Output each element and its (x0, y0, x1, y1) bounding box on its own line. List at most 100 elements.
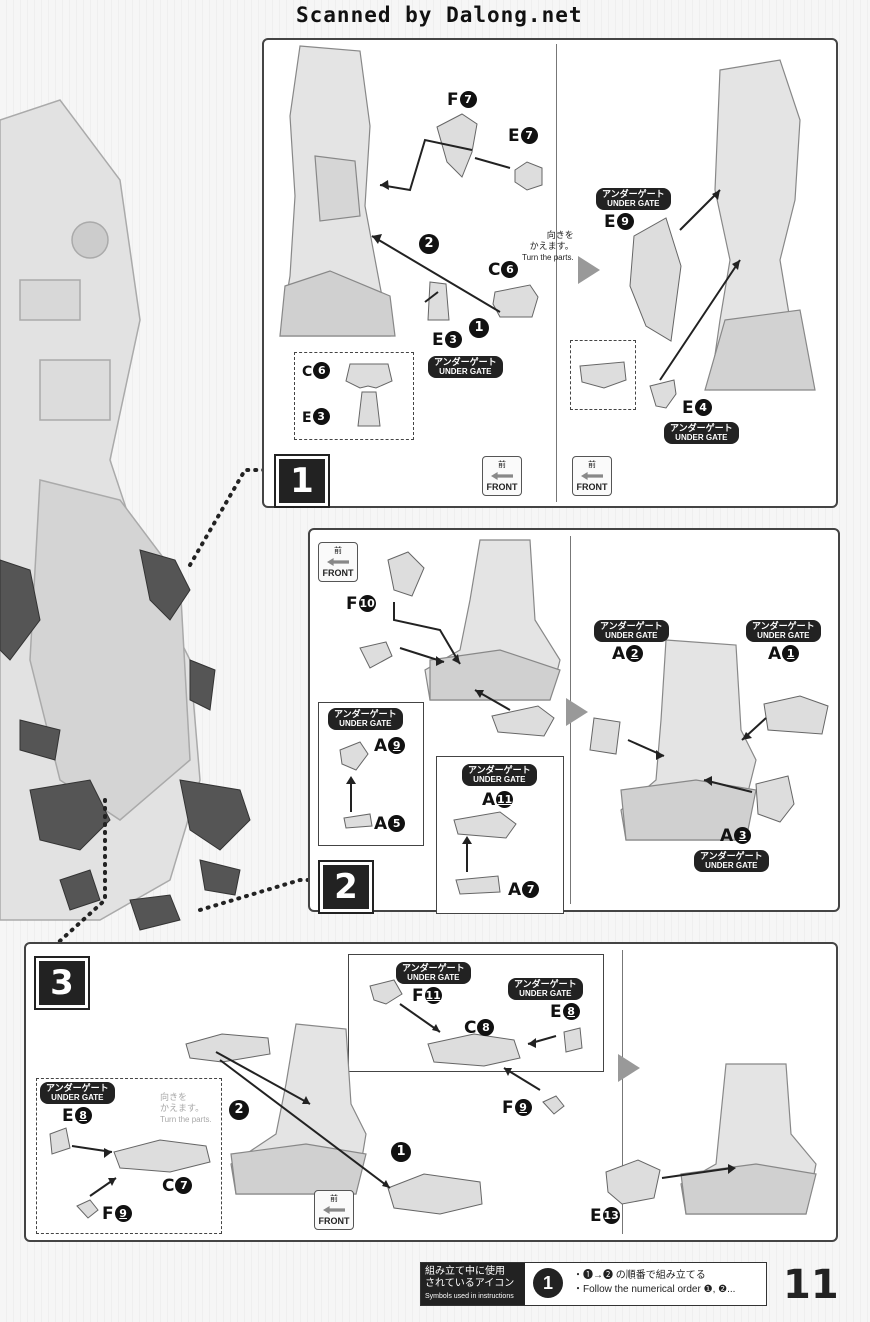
step2-part-a1 (763, 695, 829, 735)
step3-part-e13 (605, 1159, 661, 1205)
legend-order-icon: 1 (533, 1268, 563, 1298)
step3-part-f9-left (76, 1199, 99, 1219)
page-number: 11 (783, 1262, 839, 1308)
turn-note-step1: 向きをかえます。Turn the parts. (522, 230, 574, 262)
order-1-step1: 1 (468, 318, 489, 338)
step3-part-e8-left (49, 1127, 71, 1155)
step1-part-e9 (629, 217, 682, 342)
step2-next-arrow (566, 698, 588, 726)
step1-part-e7 (514, 161, 543, 191)
step1-right-detail-part (579, 361, 627, 389)
step3-part-c8 (427, 1033, 521, 1067)
step2-part-small-left (359, 641, 393, 669)
step1-arrows-right (659, 189, 741, 381)
step2-part-a9 (339, 741, 369, 771)
step2-arrows-right (627, 717, 767, 793)
step1-part-e3 (427, 281, 450, 321)
step1-detail-parts (345, 363, 393, 427)
step2-part-a11 (453, 811, 517, 839)
step2-badge: 2 (318, 860, 374, 914)
step1-leg-left (279, 45, 396, 337)
step1-part-e4 (649, 379, 677, 409)
step2-foot-right (620, 639, 757, 841)
step2-arrow-a7 (462, 836, 472, 872)
step2-part-a2 (589, 717, 621, 755)
step2-arrow-a5 (346, 776, 356, 812)
step1-next-arrow (578, 256, 600, 284)
step3-arrows-left (71, 1145, 117, 1197)
step1-divider (556, 44, 557, 502)
step3-part-lower-cover (387, 1173, 483, 1215)
step1-arrows-left (371, 138, 511, 313)
step2-part-f10 (387, 551, 425, 597)
step3-arrows-top (399, 1003, 557, 1091)
step1-part-f7 (436, 113, 478, 178)
step3-divider (622, 950, 623, 1234)
step3-foot-center (230, 1023, 367, 1195)
step3-arrow-e13 (661, 1164, 736, 1179)
step2-arrows-left (393, 602, 511, 711)
step2-part-a7 (455, 875, 501, 895)
step3-foot-right (680, 1063, 817, 1215)
legend-text: ・❶→❷ の順番で組み立てる ・Follow the numerical ord… (573, 1270, 736, 1295)
step2-part-a5 (343, 813, 373, 829)
step3-part-f11 (369, 979, 403, 1005)
step1-part-c6 (492, 284, 539, 318)
step2-part-toe (491, 705, 555, 737)
order-1-step3: 1 (390, 1142, 411, 1162)
order-2-step3: 2 (228, 1100, 249, 1120)
step1-badge: 1 (274, 454, 330, 508)
legend-title: 組み立て中に使用 されているアイコン Symbols used in instr… (421, 1263, 525, 1305)
icon-legend: 組み立て中に使用 されているアイコン Symbols used in instr… (420, 1262, 767, 1306)
step3-next-arrow (618, 1054, 640, 1082)
step3-part-e8-top (563, 1027, 583, 1053)
step3-part-c7 (113, 1139, 211, 1173)
step3-arrows-center (215, 1051, 391, 1189)
step3-part-upper-cover (185, 1033, 271, 1063)
scan-credit: Scanned by Dalong.net (296, 3, 583, 27)
step1-leg-right (704, 59, 816, 391)
step2-part-a3 (755, 775, 795, 823)
step3-part-f9-top (542, 1095, 565, 1115)
step3-badge: 3 (34, 956, 90, 1010)
order-2-step1: 2 (418, 234, 439, 254)
